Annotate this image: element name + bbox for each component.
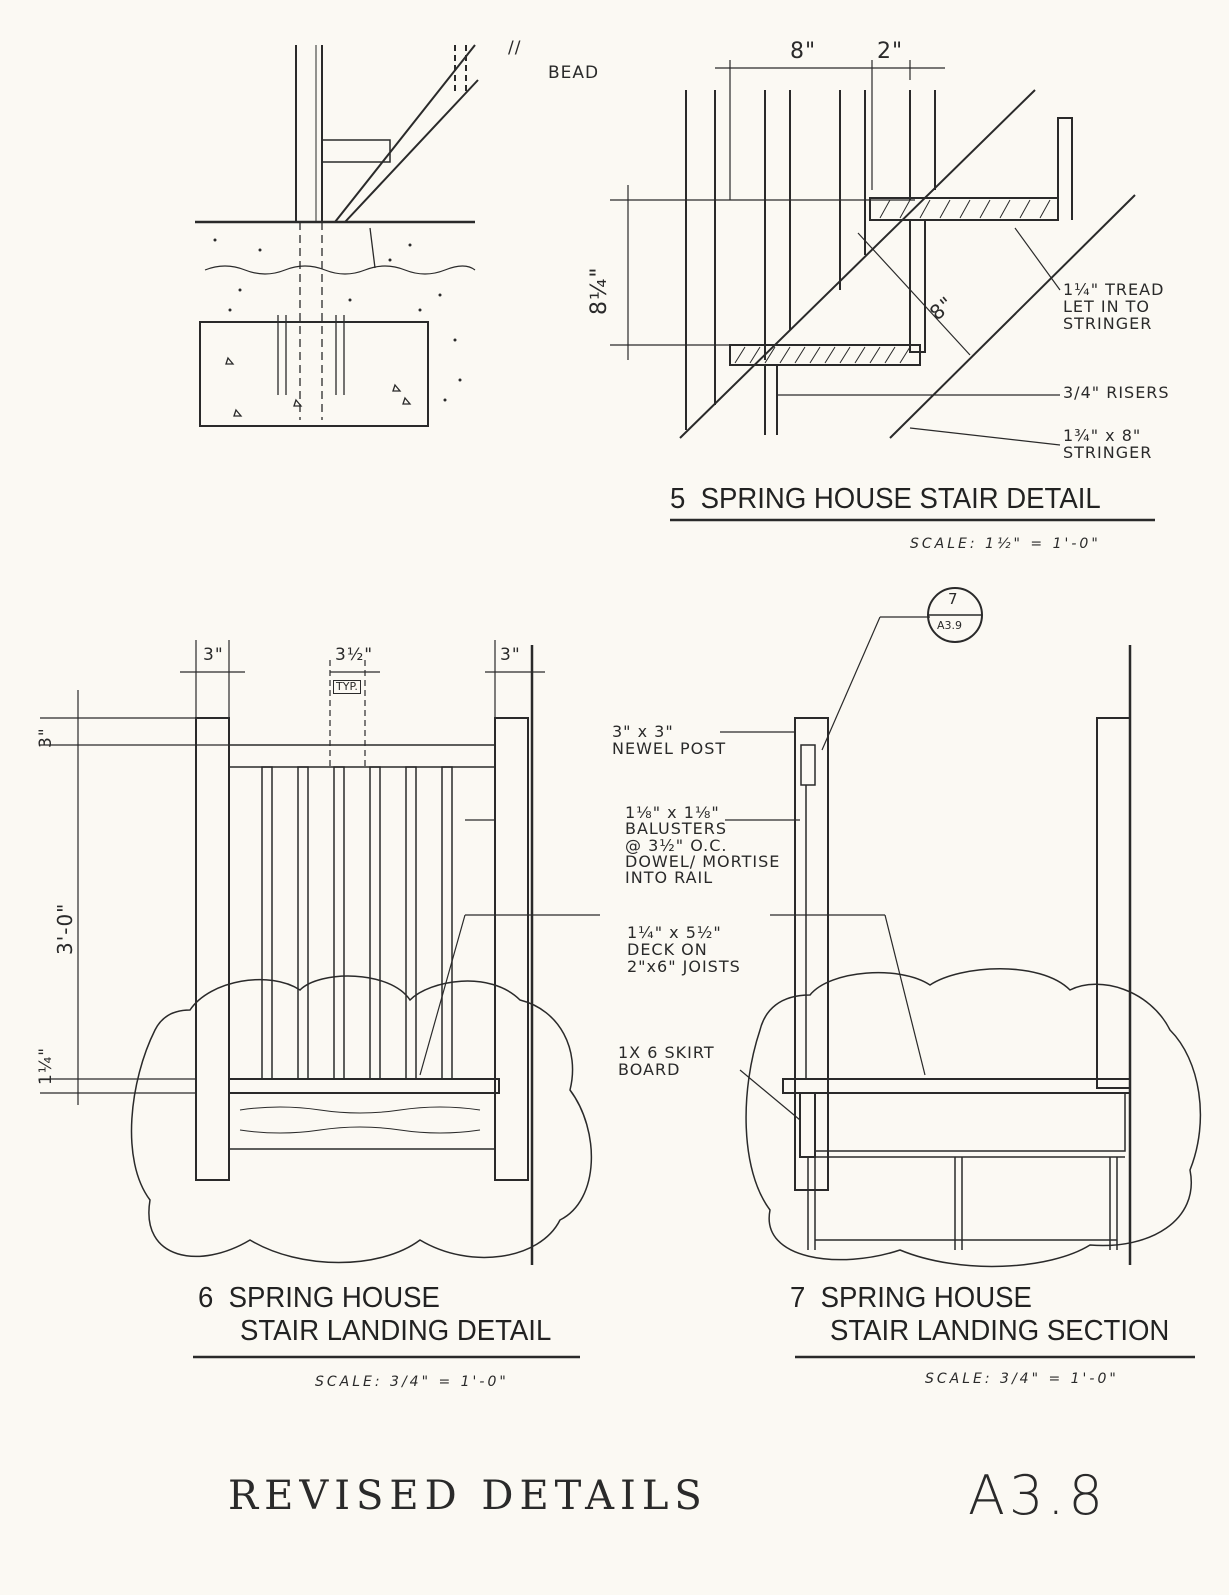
- dim-post-left: 3": [203, 645, 224, 665]
- landing-section: [720, 587, 1202, 1359]
- dim-baluster-spacing: 3½": [335, 645, 374, 665]
- callout-sheet-reference[interactable]: A3.9: [937, 619, 963, 632]
- note-stringer: 1¾" x 8" STRINGER: [1063, 426, 1153, 462]
- detail5-title: 5 SPRING HOUSE STAIR DETAIL: [670, 483, 1101, 515]
- dim-post-right: 3": [500, 645, 521, 665]
- sheet-footer-title: REVISED DETAILS: [228, 1473, 708, 1519]
- foundation-detail: [195, 44, 479, 427]
- detail7-scale: SCALE: 3/4" = 1'-0": [925, 1371, 1119, 1387]
- sheet-number: A3.8: [968, 1464, 1107, 1527]
- detail7-title-line1: 7 SPRING HOUSE: [790, 1282, 1032, 1314]
- note-deck: 1¼" x 5½" DECK ON 2"x6" JOISTS: [627, 923, 741, 976]
- dim-rise: 8¼": [587, 266, 612, 315]
- landing-detail: [40, 640, 600, 1359]
- detail7-title-line2: STAIR LANDING SECTION: [830, 1315, 1170, 1347]
- note-newel-post: 3" x 3" NEWEL POST: [612, 722, 727, 758]
- break-mark: //: [508, 38, 522, 58]
- note-skirt-board: 1X 6 SKIRT BOARD: [618, 1043, 715, 1079]
- note-tread: 1¼" TREAD LET IN TO STRINGER: [1063, 280, 1165, 333]
- detail5-scale: SCALE: 1½" = 1'-0": [910, 536, 1101, 552]
- dim-deck: 1¼": [36, 1046, 56, 1085]
- detail6-scale: SCALE: 3/4" = 1'-0": [315, 1374, 509, 1390]
- dim-height: 3'-0": [53, 902, 77, 955]
- detail6-title-line2: STAIR LANDING DETAIL: [240, 1315, 552, 1347]
- note-risers: 3/4" RISERS: [1063, 383, 1170, 402]
- dim-typ: TYP.: [333, 680, 361, 694]
- bead-label: BEAD: [548, 63, 600, 83]
- dim-nosing: 2": [877, 39, 904, 64]
- note-balusters: 1⅛" x 1⅛" BALUSTERS @ 3½" O.C. DOWEL/ MO…: [625, 803, 781, 888]
- dim-rail: 3": [36, 727, 56, 748]
- dim-run: 8": [790, 39, 817, 64]
- callout-detail-number[interactable]: 7: [948, 590, 958, 608]
- detail6-title-line1: 6 SPRING HOUSE: [198, 1282, 440, 1314]
- stair-detail: [610, 60, 1155, 522]
